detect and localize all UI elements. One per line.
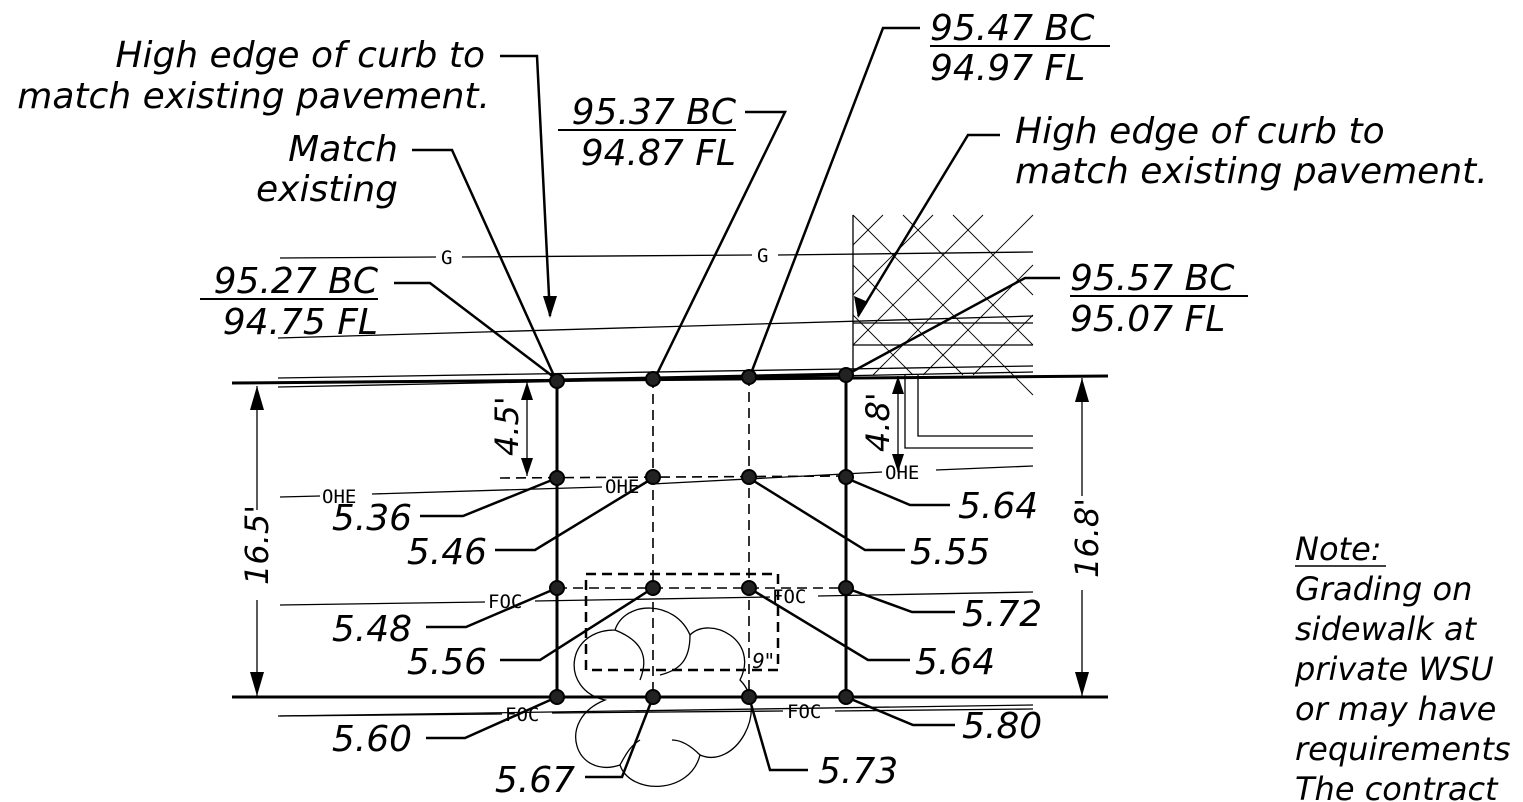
spot-elevation: 5.60 (332, 719, 412, 760)
grid-point (549, 580, 565, 596)
left-total-dimension: 16.5' (238, 505, 276, 585)
grid-point (741, 689, 757, 705)
spot-elevation: 5.80 (962, 706, 1042, 747)
bc-elevation: 95.57 BC (1070, 258, 1235, 299)
right-dimension: 16.8' (1068, 378, 1106, 696)
svg-text:match existing pavement.: match existing pavement. (17, 76, 490, 117)
gas-label: G (757, 245, 768, 267)
note-line: sidewalk at (1295, 610, 1478, 648)
foc-label: FOC (772, 586, 806, 608)
grid-point (838, 689, 854, 705)
curb-label-4: 95.57 BC 95.07 FL (1070, 258, 1248, 340)
callout-high-edge-right: High edge of curb to match existing pave… (1015, 111, 1488, 192)
grid-point (645, 371, 661, 387)
callout-high-edge-left: High edge of curb to match existing pave… (17, 35, 490, 117)
sidewalk-grid (499, 372, 848, 697)
grid-point (838, 580, 854, 596)
svg-text:existing: existing (256, 169, 398, 210)
spot-elevation: 5.72 (962, 594, 1042, 635)
left-offset-dimension: 4.5' (488, 396, 526, 456)
spot-elevation: 5.36 (332, 498, 412, 539)
left-dimension: 16.5' (238, 386, 276, 696)
callout-arrowheads (543, 296, 868, 318)
spot-elevation: 5.56 (407, 642, 487, 683)
right-offset-dimension: 4.8' (859, 392, 897, 452)
grid-point (645, 689, 661, 705)
grid-points (549, 367, 854, 705)
svg-text:High edge of curb to: High edge of curb to (115, 35, 485, 76)
fl-elevation: 94.87 FL (581, 133, 736, 174)
spot-elevation: 5.73 (818, 751, 898, 792)
tree-icon (573, 607, 752, 787)
spot-elevation: 5.67 (495, 760, 575, 801)
note-line: private WSU (1294, 650, 1494, 688)
gas-line: G G (279, 245, 1034, 269)
grid-point (549, 470, 565, 486)
svg-text:High edge of curb to: High edge of curb to (1015, 111, 1385, 152)
fl-elevation: 94.97 FL (930, 48, 1085, 89)
bc-elevation: 95.47 BC (930, 8, 1095, 49)
right-total-dimension: 16.8' (1068, 498, 1106, 578)
grid-point (741, 580, 757, 596)
grid-point (645, 580, 661, 596)
foc-label: FOC (787, 701, 821, 723)
grid-point (838, 367, 854, 383)
ohe-label: OHE (885, 462, 919, 484)
bc-elevation: 95.37 BC (572, 92, 737, 133)
curb-label-1: 95.27 BC 94.75 FL (200, 261, 379, 343)
note-line: requirements (1295, 730, 1511, 768)
svg-text:Match: Match (288, 129, 398, 170)
callout-match-existing: Match existing (256, 129, 398, 210)
left-offset-dimension-group: 4.5' (488, 382, 533, 476)
note-line: or may have (1295, 690, 1496, 728)
spot-elevation: 5.55 (910, 532, 990, 573)
spot-elevations: 5.36 5.46 5.55 5.64 5.48 5.56 5.64 5.72 … (332, 486, 1042, 801)
grid-point (549, 373, 565, 389)
tree-box (584, 572, 780, 672)
grid-point (741, 469, 757, 485)
grid-point (549, 689, 565, 705)
fl-elevation: 94.75 FL (223, 302, 378, 343)
ohe-label: OHE (605, 476, 639, 498)
note-title: Note: (1295, 530, 1382, 568)
gas-label: G (441, 247, 452, 269)
bc-elevation: 95.27 BC (214, 261, 379, 302)
spot-elevation: 5.64 (915, 642, 995, 683)
spot-elevation: 5.48 (332, 609, 412, 650)
small-dimension: 9" (752, 649, 774, 673)
note-line: The contract (1295, 770, 1499, 802)
grid-point (645, 469, 661, 485)
spot-elevation: 5.64 (958, 486, 1038, 527)
note-block: Note: Grading on sidewalk at private WSU… (1294, 530, 1511, 802)
ohe-label: OHE (322, 486, 356, 508)
grid-point (838, 469, 854, 485)
leader-lines (394, 26, 1060, 379)
svg-text:match existing pavement.: match existing pavement. (1015, 151, 1488, 192)
note-line: Grading on (1295, 570, 1472, 608)
curb-label-3: 95.47 BC 94.97 FL (930, 8, 1110, 89)
grid-point (741, 369, 757, 385)
spot-elevation: 5.46 (407, 532, 487, 573)
curb-label-2: 95.37 BC 94.87 FL (558, 92, 737, 174)
fl-elevation: 95.07 FL (1070, 299, 1225, 340)
elevation-leaders (420, 476, 955, 779)
right-offset-dimension-group: 4.8' (859, 376, 904, 472)
dimension-lines: 16.5' 4.5' 4.8' 16.8' 9" (238, 376, 1106, 696)
